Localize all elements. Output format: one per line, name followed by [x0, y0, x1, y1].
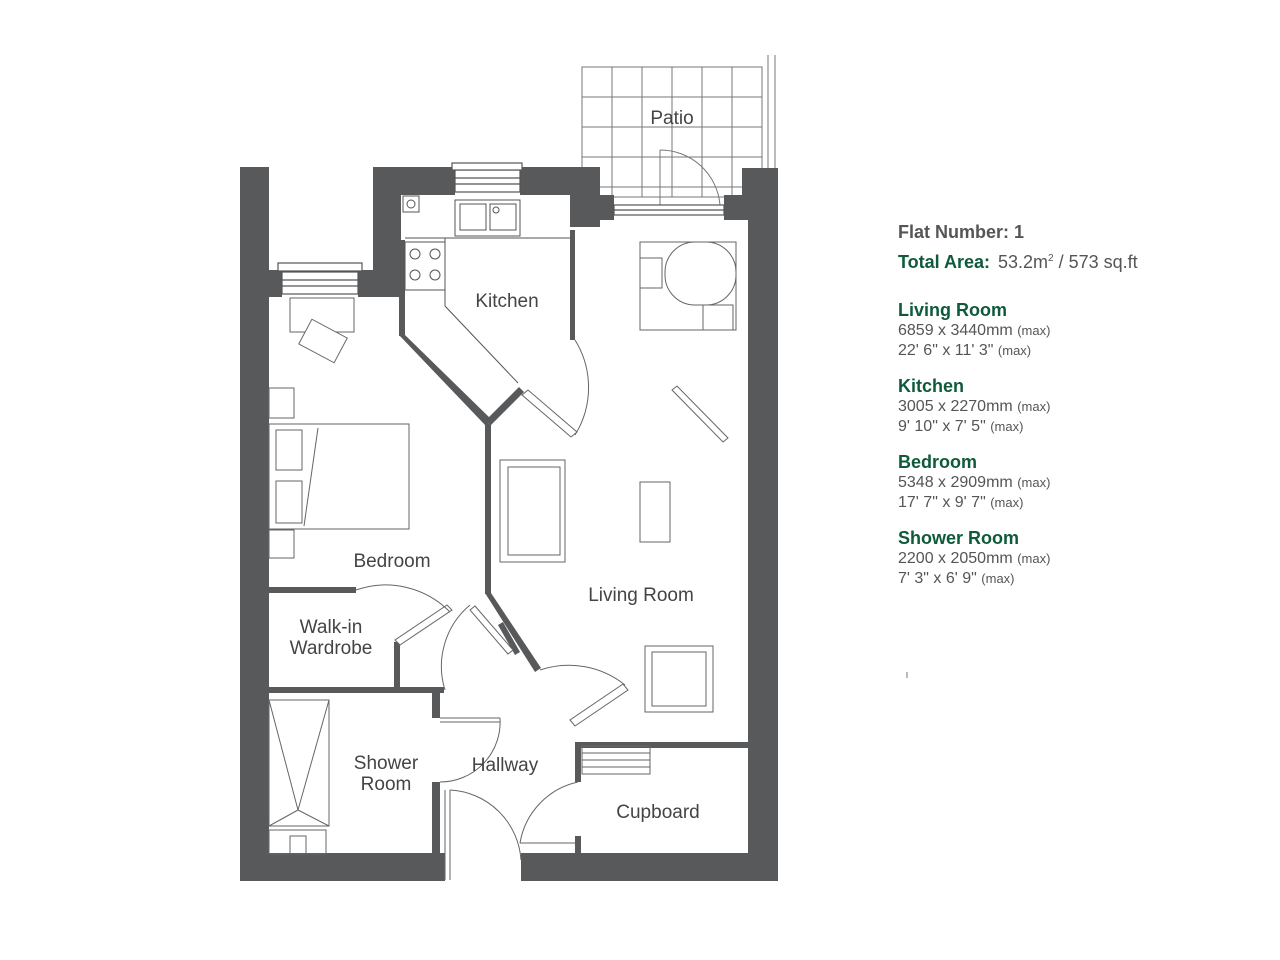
room-metric: 5348 x 2909mm (max)	[898, 474, 1051, 491]
living-furniture	[499, 241, 737, 713]
doors	[355, 339, 629, 880]
room-name: Bedroom	[898, 452, 978, 472]
room-name: Kitchen	[898, 376, 965, 396]
total-area-metric: 53.2m	[998, 252, 1049, 272]
room-imperial: 22' 6" x 11' 3" (max)	[898, 342, 1032, 359]
room-name: Shower Room	[898, 528, 1020, 548]
total-area-imperial: / 573 sq.ft	[1053, 252, 1138, 272]
room-imperial: 9' 10" x 7' 5" (max)	[898, 418, 1024, 435]
room-imperial: 17' 7" x 9' 7" (max)	[898, 494, 1024, 511]
kitchen-fixtures	[402, 195, 570, 384]
room-metric: 6859 x 3440mm (max)	[898, 322, 1051, 339]
room-name: Living Room	[898, 300, 1007, 320]
room-label-kitchen: Kitchen	[475, 291, 538, 312]
info-panel: Flat Number: 1 Total Area: 53.2m2 / 573 s…	[898, 220, 1258, 589]
bedroom-furniture	[268, 297, 410, 559]
decorative-mark	[906, 672, 908, 678]
room-label-walk-in-wardrobe: Wardrobe	[290, 638, 373, 659]
room-metric: 2200 x 2050mm (max)	[898, 550, 1051, 567]
patio-door	[659, 149, 721, 206]
room-label-patio: Patio	[650, 108, 693, 129]
room-label-living-room: Living Room	[588, 585, 694, 606]
total-area: Total Area: 53.2m2 / 573 sq.ft	[898, 246, 1258, 275]
room-dimension-item: Shower Room 2200 x 2050mm (max) 7' 3" x …	[898, 527, 1258, 589]
walls	[240, 167, 778, 881]
room-dimension-item: Living Room 6859 x 3440mm (max) 22' 6" x…	[898, 299, 1258, 361]
room-label-bedroom: Bedroom	[353, 551, 430, 572]
cupboard-shelves	[581, 745, 651, 775]
room-metric: 3005 x 2270mm (max)	[898, 398, 1051, 415]
room-dimension-item: Bedroom 5348 x 2909mm (max) 17' 7" x 9' …	[898, 451, 1258, 513]
windows	[277, 162, 725, 295]
room-label-shower-room: Shower	[354, 753, 419, 774]
room-label-hallway: Hallway	[472, 755, 539, 776]
total-area-label: Total Area:	[898, 252, 991, 272]
room-label-shower-room: Room	[361, 774, 412, 795]
room-label-cupboard: Cupboard	[616, 802, 699, 823]
total-area-metric-sup: 2	[1048, 253, 1054, 264]
room-dimensions: Living Room 6859 x 3440mm (max) 22' 6" x…	[898, 299, 1258, 589]
shower-fixtures	[268, 699, 330, 855]
flat-number: Flat Number: 1	[898, 222, 1025, 242]
room-dimension-item: Kitchen 3005 x 2270mm (max) 9' 10" x 7' …	[898, 375, 1258, 437]
room-label-walk-in-wardrobe: Walk-in	[300, 617, 363, 638]
room-imperial: 7' 3" x 6' 9" (max)	[898, 570, 1015, 587]
